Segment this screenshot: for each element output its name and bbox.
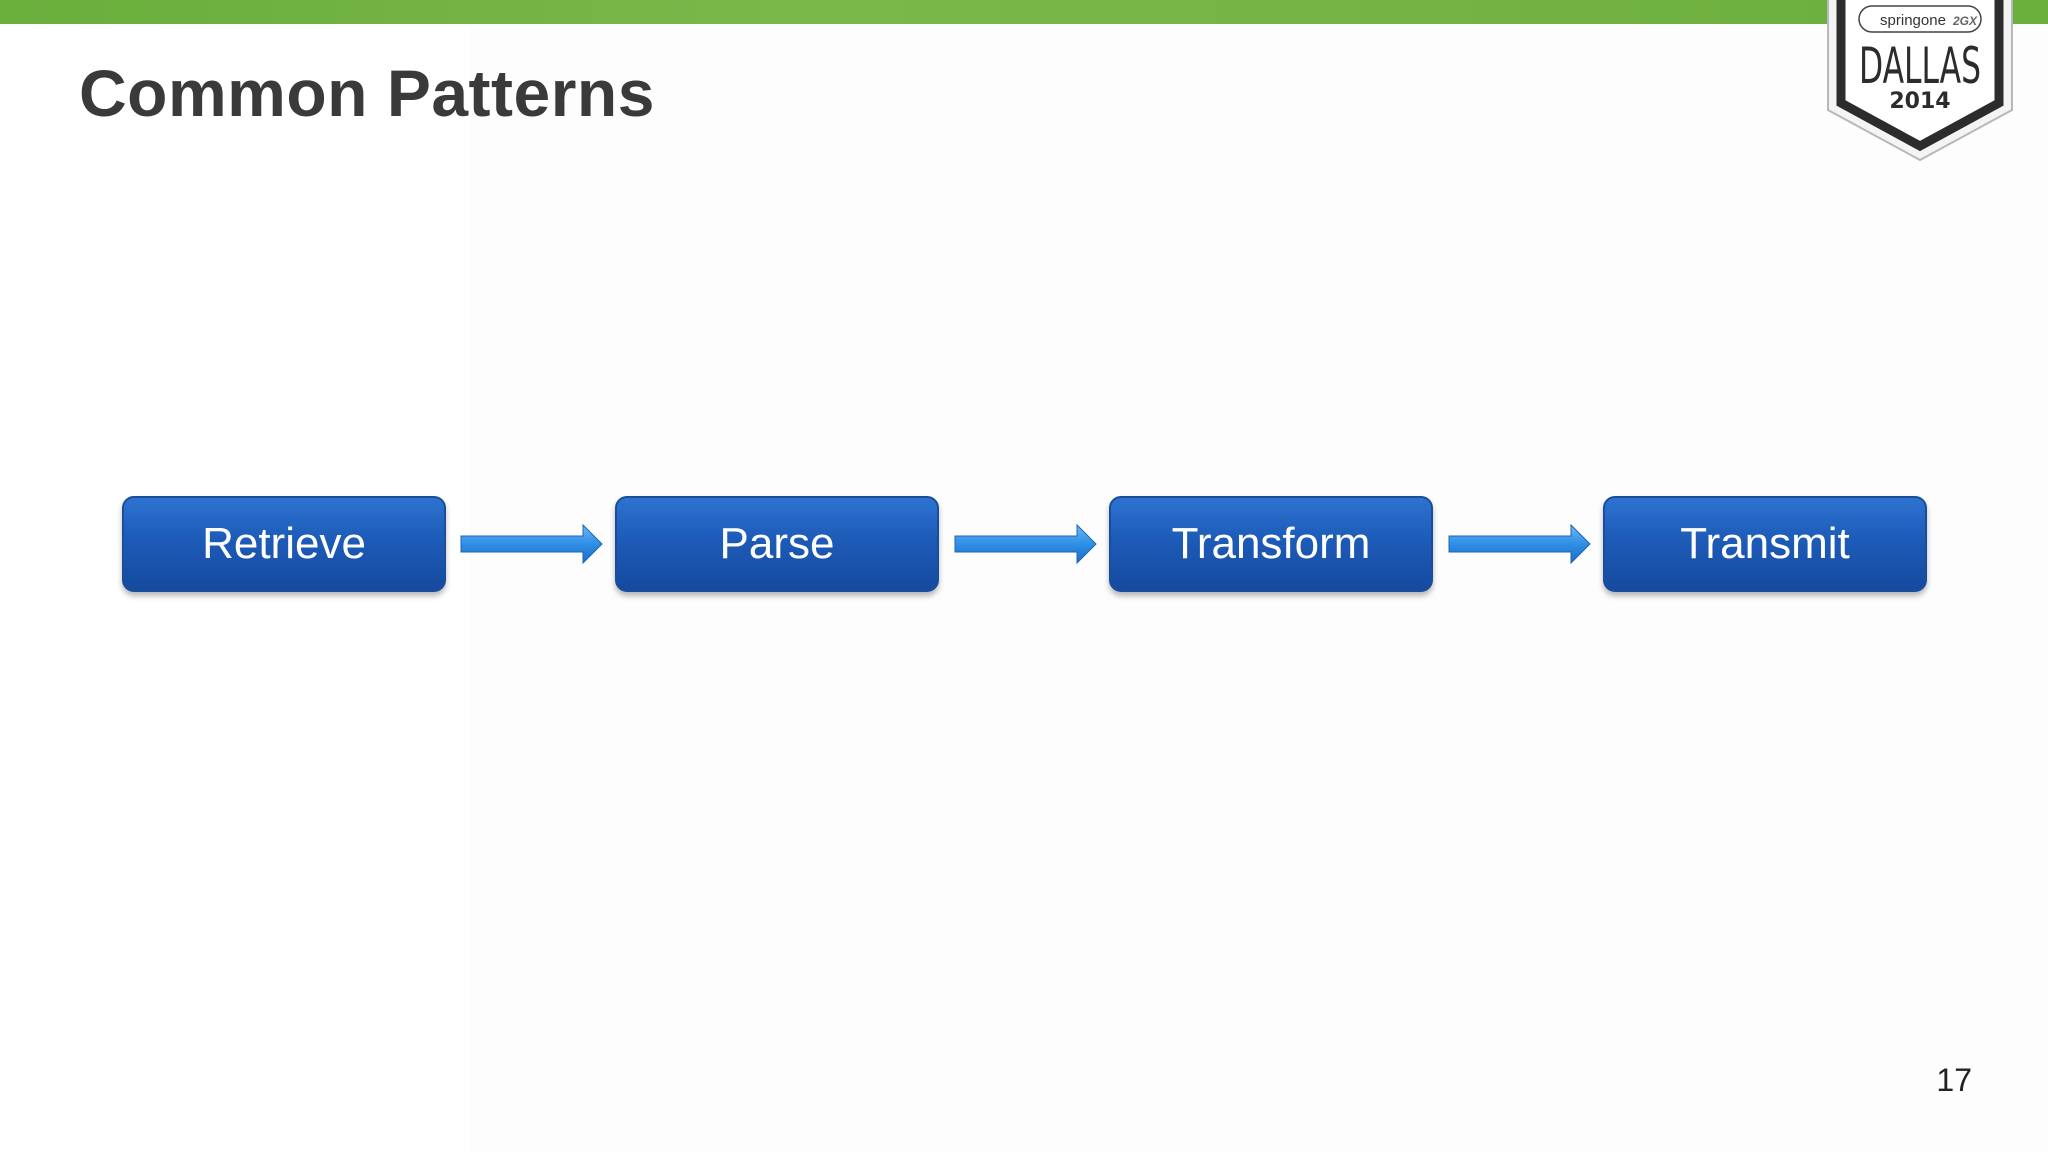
slide-title: Common Patterns: [79, 56, 655, 130]
flow-arrow-icon: [1448, 523, 1591, 565]
flow-arrow-icon: [460, 523, 603, 565]
flow-step-retrieve: Retrieve: [122, 496, 446, 592]
flow-step-transform: Transform: [1109, 496, 1433, 592]
badge-brand-suffix: 2GX: [1952, 14, 1978, 28]
page-number: 17: [1936, 1062, 1972, 1098]
flow-step-transmit: Transmit: [1603, 496, 1927, 592]
conference-badge-logo: springone 2GX DALLAS 2014: [1827, 0, 2013, 162]
flow-arrow-icon: [954, 523, 1097, 565]
badge-city: DALLAS: [1859, 37, 1981, 95]
badge-year: 2014: [1889, 89, 1950, 114]
top-accent-bar: [0, 0, 2048, 24]
badge-brand: springone: [1880, 12, 1946, 29]
flow-step-parse: Parse: [615, 496, 939, 592]
